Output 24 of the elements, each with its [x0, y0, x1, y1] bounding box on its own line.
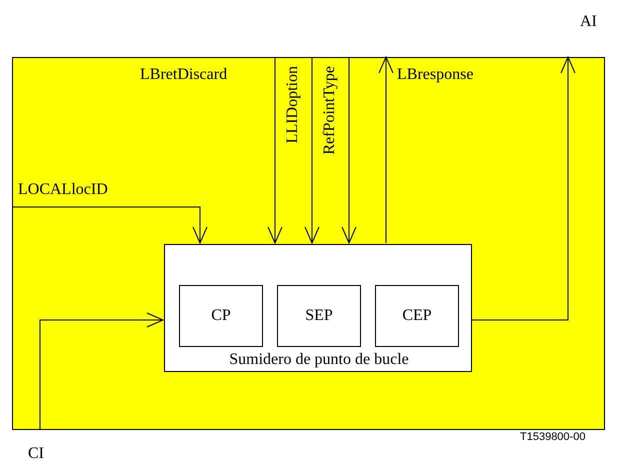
edge-label: LLIDoption: [285, 66, 301, 144]
process-box: [164, 244, 472, 372]
arrow: [40, 312, 164, 430]
process-box: [375, 285, 459, 347]
interface-label: AI: [580, 14, 597, 30]
interface-region: [12, 57, 605, 430]
process-box: [277, 285, 361, 347]
box-label: SEP: [304, 308, 334, 324]
arrow: [470, 56, 576, 320]
edge-label: LOCALlocID: [18, 182, 108, 198]
arrow: [378, 56, 394, 244]
arrow: [342, 56, 356, 244]
edge-label: LBresponse: [397, 67, 474, 83]
box-label: CP: [210, 308, 232, 324]
box-label: Sumidero de punto de bucle: [228, 352, 410, 368]
process-box: [179, 285, 263, 347]
arrow: [268, 56, 282, 244]
arrow: [304, 56, 320, 244]
arrow: [12, 206, 208, 244]
box-label: CEP: [401, 308, 433, 324]
figure-id: T1539800-00: [520, 432, 586, 443]
interface-label: CI: [28, 446, 44, 462]
edge-label: LBretDiscard: [140, 67, 228, 83]
edge-label: RefPointType: [322, 66, 338, 155]
